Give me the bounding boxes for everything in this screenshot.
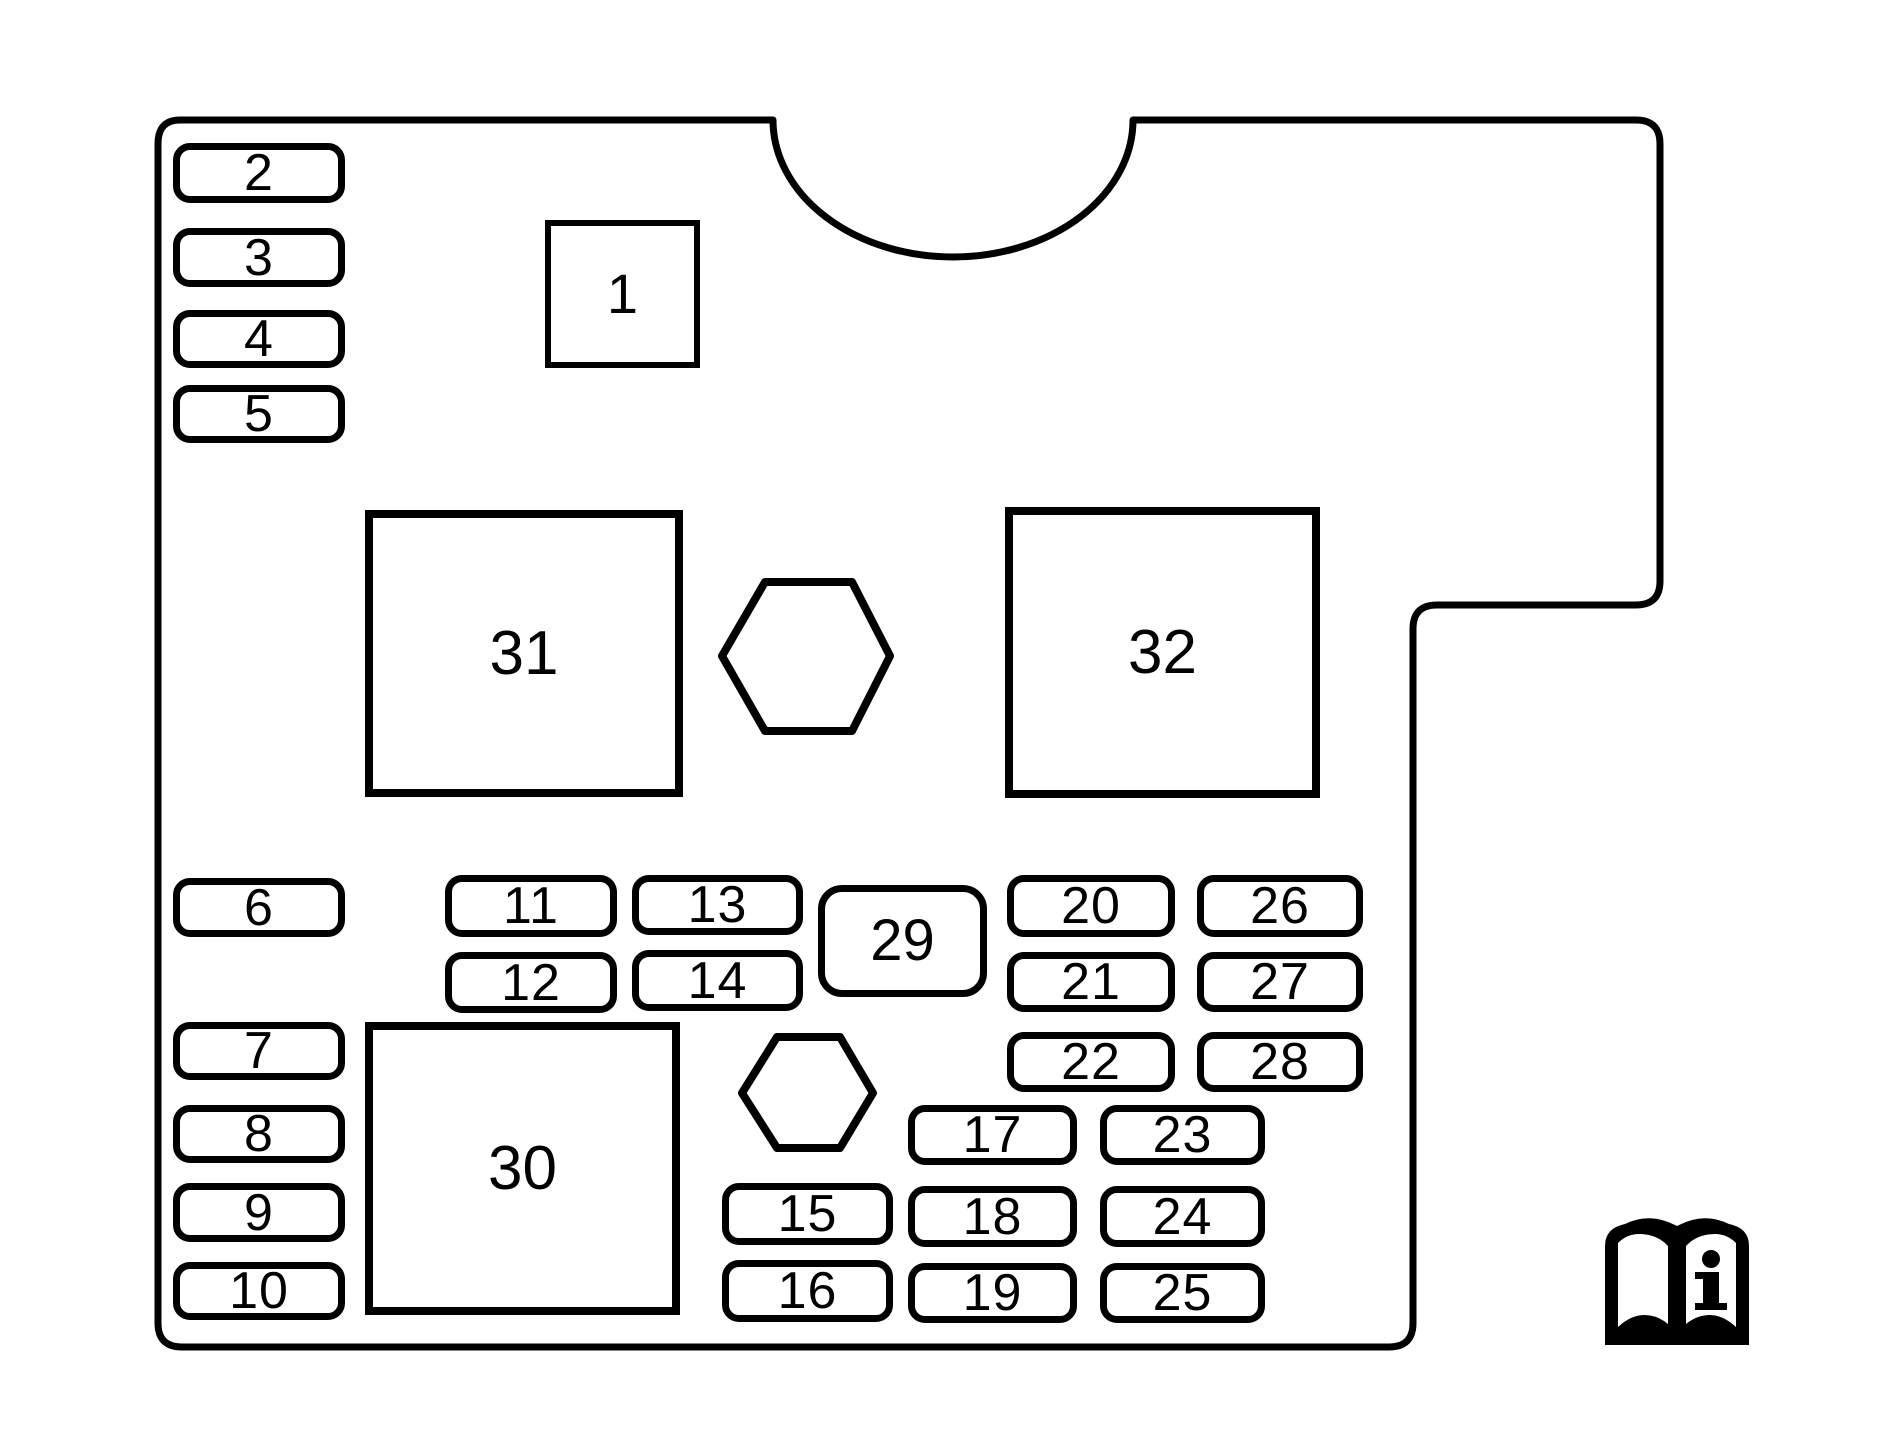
fuse-26: 26	[1197, 875, 1363, 937]
fuse-label: 17	[962, 1106, 1023, 1164]
fuse-10: 10	[173, 1262, 345, 1320]
fuse-label: 3	[244, 228, 274, 287]
fuse-label: 27	[1250, 953, 1310, 1011]
fuse-20: 20	[1007, 875, 1175, 937]
component-31: 31	[365, 510, 683, 797]
fuse-7: 7	[173, 1022, 345, 1080]
fuse-27: 27	[1197, 952, 1363, 1012]
fuse-label: 4	[244, 310, 274, 368]
bolt-hexagon-icon	[738, 1033, 877, 1152]
fuse-label: 15	[777, 1185, 838, 1243]
component-label: 29	[870, 908, 935, 973]
component-32: 32	[1005, 507, 1320, 798]
fuse-label: 5	[244, 385, 274, 443]
component-label: 31	[489, 618, 559, 688]
fuse-25: 25	[1100, 1263, 1265, 1323]
fuse-24: 24	[1100, 1186, 1265, 1247]
fuse-5: 5	[173, 385, 345, 443]
fuse-label: 9	[244, 1183, 274, 1242]
fuse-label: 22	[1061, 1033, 1121, 1091]
component-29: 29	[818, 885, 987, 997]
fuse-label: 18	[962, 1187, 1023, 1246]
fuse-label: 26	[1250, 877, 1310, 935]
component-1: 1	[545, 220, 700, 368]
fuse-label: 6	[244, 878, 274, 937]
fuse-22: 22	[1007, 1032, 1175, 1092]
fuse-label: 28	[1250, 1033, 1310, 1091]
fuse-14: 14	[632, 950, 803, 1011]
fuse-21: 21	[1007, 952, 1175, 1012]
component-label: 32	[1128, 617, 1197, 687]
fuse-8: 8	[173, 1105, 345, 1163]
fuse-label: 19	[962, 1264, 1023, 1322]
fuse-label: 10	[229, 1262, 289, 1320]
fuse-16: 16	[722, 1260, 893, 1322]
bolt-hexagon-icon	[718, 578, 894, 735]
fuse-17: 17	[908, 1105, 1077, 1165]
component-label: 30	[488, 1133, 557, 1203]
fuse-label: 11	[503, 877, 559, 935]
fuse-label: 16	[777, 1262, 838, 1320]
fuse-13: 13	[632, 875, 803, 935]
component-30: 30	[365, 1022, 680, 1315]
fuse-label: 14	[687, 951, 748, 1010]
fuse-23: 23	[1100, 1105, 1265, 1165]
fuse-6: 6	[173, 878, 345, 937]
fuse-28: 28	[1197, 1032, 1363, 1092]
fuse-label: 24	[1152, 1187, 1213, 1246]
component-label: 1	[606, 262, 639, 325]
fuse-4: 4	[173, 310, 345, 368]
fuse-label: 25	[1152, 1264, 1213, 1322]
fuse-12: 12	[445, 952, 617, 1013]
fuse-label: 23	[1152, 1106, 1213, 1164]
fuse-label: 13	[687, 876, 748, 934]
fuse-2: 2	[173, 143, 345, 203]
fuse-11: 11	[445, 875, 617, 937]
fuse-9: 9	[173, 1183, 345, 1242]
fuse-19: 19	[908, 1263, 1077, 1323]
fuse-label: 8	[244, 1105, 274, 1163]
fuse-3: 3	[173, 228, 345, 287]
owner-manual-book-icon	[1605, 1218, 1749, 1345]
fuse-label: 7	[244, 1022, 274, 1080]
fuse-15: 15	[722, 1183, 893, 1245]
fuse-box-outline	[154, 116, 1664, 1351]
fuse-label: 20	[1061, 877, 1121, 935]
fuse-label: 2	[244, 144, 274, 202]
fuse-label: 21	[1061, 953, 1121, 1011]
fuse-label: 12	[501, 953, 561, 1012]
fuse-18: 18	[908, 1186, 1077, 1247]
